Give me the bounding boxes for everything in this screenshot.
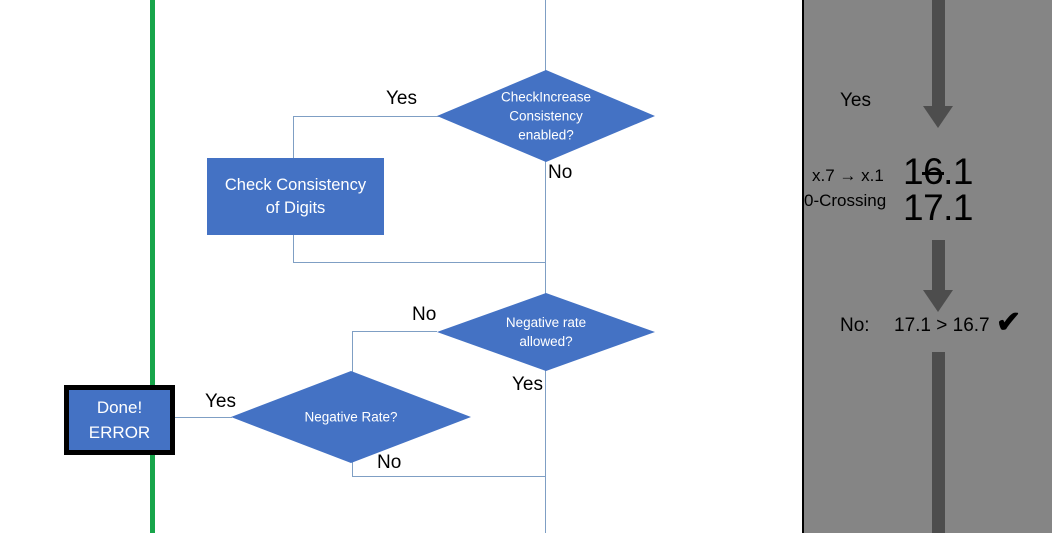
terminator-done-line: Done! bbox=[96, 398, 143, 417]
process-check-consistency-label: Check Consistency of Digits bbox=[224, 175, 367, 217]
edge-label-negative-rate-yes: Yes bbox=[205, 391, 236, 412]
green-divider-line bbox=[150, 0, 155, 533]
panel-transition-label: x.7 → x.1 bbox=[812, 166, 884, 185]
arrow-shaft-bottom bbox=[932, 352, 945, 533]
panel-comparison-expression: 17.1 > 16.7 bbox=[894, 315, 990, 336]
arrow-head-top bbox=[923, 106, 953, 128]
connector-neg-allowed-no-horizontal bbox=[352, 331, 437, 332]
decision-negative-rate[interactable]: Negative Rate? bbox=[231, 371, 471, 463]
panel-check-icon: ✔ bbox=[996, 306, 1022, 339]
panel-value-struck-digit: 6 bbox=[923, 151, 944, 192]
panel-value-struck-suffix: .1 bbox=[943, 151, 974, 192]
decision-negative-rate-allowed[interactable]: Negative rate allowed? bbox=[437, 293, 655, 371]
connector-trunk-upper bbox=[545, 165, 546, 262]
connector-neg-rate-yes bbox=[172, 417, 232, 418]
connector-trunk-to-neg-allowed bbox=[545, 262, 546, 303]
terminator-done-error[interactable]: Done! ERROR bbox=[64, 385, 175, 455]
right-annotation-panel: Yes x.7 → x.1 0-Crossing 16.1 17.1 No: 1… bbox=[802, 0, 1052, 533]
connector-trunk-neg-allowed-yes bbox=[545, 360, 546, 476]
connector-trunk-bottom bbox=[545, 476, 546, 533]
panel-comparison-prefix: No: bbox=[840, 315, 870, 336]
edge-label-check-increase-yes: Yes bbox=[386, 88, 417, 109]
arrow-head-middle bbox=[923, 290, 953, 312]
terminator-error-line: ERROR bbox=[88, 423, 151, 442]
process-check-consistency-of-digits[interactable]: Check Consistency of Digits bbox=[207, 158, 384, 235]
edge-label-negative-rate-no: No bbox=[377, 452, 402, 473]
arrow-shaft-top bbox=[932, 0, 945, 108]
edge-label-negative-rate-allowed-yes: Yes bbox=[512, 374, 543, 395]
edge-label-negative-rate-allowed-no: No bbox=[412, 304, 437, 325]
panel-value-second: 17.1 bbox=[903, 187, 974, 228]
panel-value-struck: 16.1 bbox=[903, 151, 974, 192]
decision-check-increase-consistency[interactable]: CheckIncrease Consistency enabled? bbox=[437, 70, 655, 162]
edge-label-check-increase-no: No bbox=[548, 162, 573, 183]
panel-zero-crossing-label: 0-Crossing bbox=[804, 191, 887, 210]
panel-yes-label: Yes bbox=[840, 90, 871, 111]
panel-value-struck-prefix: 1 bbox=[903, 151, 924, 192]
connector-neg-rate-no-horizontal bbox=[352, 476, 546, 477]
connector-check-increase-yes-horizontal bbox=[293, 116, 439, 117]
connector-check-consistency-return bbox=[293, 262, 546, 263]
arrow-shaft-middle bbox=[932, 240, 945, 292]
